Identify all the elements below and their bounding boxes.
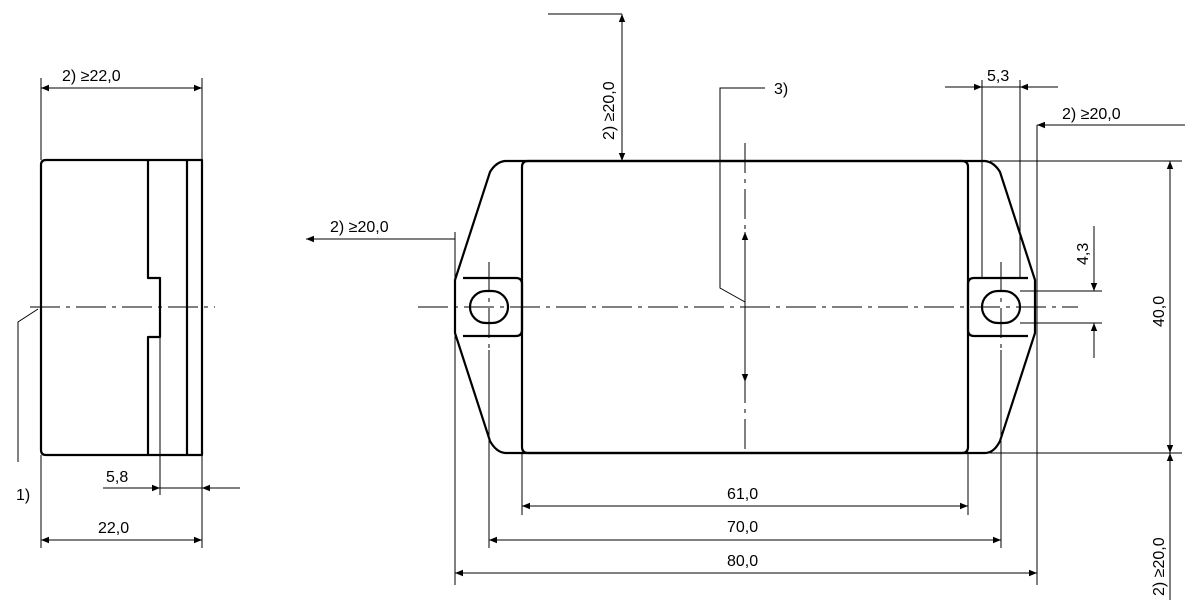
dim-hole-diameter: 4,3 <box>1075 243 1092 265</box>
dim-height: 40,0 <box>1151 296 1168 327</box>
dim-hole-offset: 5,3 <box>987 68 1009 85</box>
dim-side-depth: 5,8 <box>106 469 128 486</box>
dim-hole-spacing: 70,0 <box>727 519 758 536</box>
dim-side-min-width: 2) ≥22,0 <box>62 68 121 85</box>
note-1: 1) <box>16 487 30 504</box>
dim-inner-width: 61,0 <box>727 486 758 503</box>
dim-side-width: 22,0 <box>98 520 129 537</box>
leader-line-note1 <box>17 308 39 462</box>
right-tab-pocket <box>966 276 1028 338</box>
dim-left-clearance: 2) ≥20,0 <box>330 219 389 236</box>
front-view-inner-housing <box>520 159 970 455</box>
side-view-body <box>39 158 204 457</box>
note-3: 3) <box>774 81 788 98</box>
leader-line-note3 <box>719 87 765 303</box>
side-view: 2) ≥22,0 5,8 22,0 1) <box>16 68 240 548</box>
dim-overall-width: 80,0 <box>727 553 758 570</box>
dim-top-clearance: 2) ≥20,0 <box>601 81 618 140</box>
dim-bottom-clearance: 2) ≥20,0 <box>1151 537 1168 596</box>
front-view: 3) 2) ≥20,0 2) ≥20,0 2) ≥20,0 5,3 4,3 40… <box>306 13 1185 600</box>
front-view-outline <box>453 159 1037 455</box>
dim-right-clearance: 2) ≥20,0 <box>1062 106 1121 123</box>
